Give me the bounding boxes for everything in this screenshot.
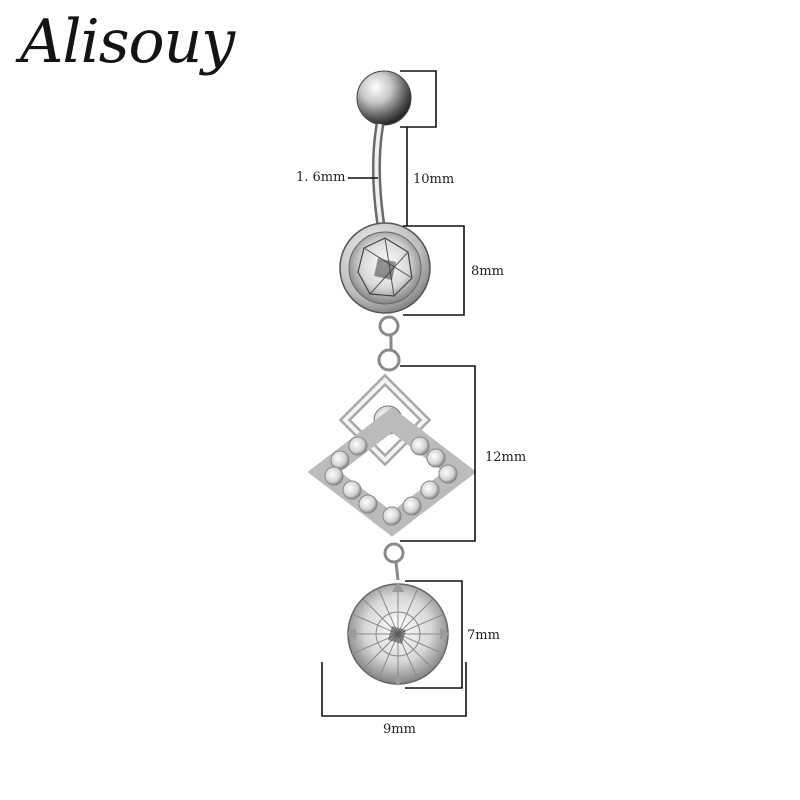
gauge-label: 1. 6mm — [296, 170, 346, 185]
square-charm — [307, 373, 477, 537]
barbell-shaft — [371, 123, 387, 233]
bottom-gem-width-label: 9mm — [383, 722, 416, 737]
bottom-gem — [346, 582, 450, 686]
square-charm-size-label: 12mm — [485, 450, 527, 465]
top-gem — [339, 222, 431, 314]
bar-length-label: 10mm — [413, 172, 455, 187]
top-ball — [356, 70, 412, 126]
bottom-gem-height-label: 7mm — [467, 628, 500, 643]
dimension-lines — [321, 70, 476, 717]
brand-logo: Alisouy — [20, 7, 235, 77]
connector-rings — [377, 315, 405, 581]
top-gem-size-label: 8mm — [471, 264, 504, 279]
pave-stones — [324, 436, 458, 526]
